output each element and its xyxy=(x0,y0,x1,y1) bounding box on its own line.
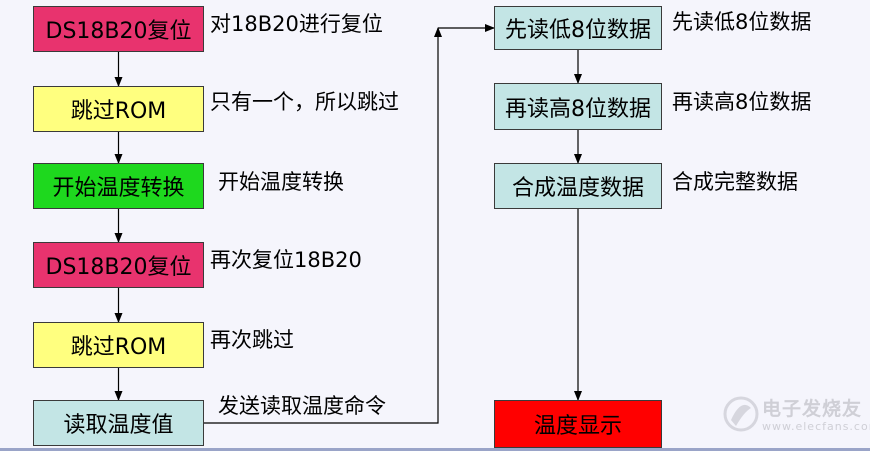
step-read-low-byte-note: 先读低8位数据 xyxy=(672,10,812,34)
step-skip-rom-box: 跳过ROM xyxy=(33,86,204,132)
step-combine-data-box: 合成温度数据 xyxy=(494,163,662,209)
step-start-conversion-note: 开始温度转换 xyxy=(218,170,344,194)
elecfans-logo-icon xyxy=(723,396,759,432)
step-reset-again-note: 再次复位18B20 xyxy=(210,248,362,272)
step-skip-rom-again-note: 再次跳过 xyxy=(210,328,294,352)
step-read-high-byte-note: 再读高8位数据 xyxy=(672,90,812,114)
cross-arrow-up xyxy=(204,27,442,424)
step-reset-box: DS18B20复位 xyxy=(33,6,204,52)
step-display-temperature-box: 温度显示 xyxy=(494,400,662,448)
watermark-url: www.elecfans.com xyxy=(762,420,870,433)
watermark: 电子发烧友 www.elecfans.com xyxy=(722,390,870,440)
step-read-high-byte-box: 再读高8位数据 xyxy=(494,83,662,130)
step-skip-rom-again-box: 跳过ROM xyxy=(33,322,204,368)
step-reset-note: 对18B20进行复位 xyxy=(210,12,383,36)
watermark-text: 电子发烧友 xyxy=(762,398,863,420)
step-read-temperature-box: 读取温度值 xyxy=(33,400,204,446)
step-read-low-byte-box: 先读低8位数据 xyxy=(494,6,662,50)
step-reset-again-box: DS18B20复位 xyxy=(33,242,204,288)
bottom-rule xyxy=(0,448,870,451)
read-command-note: 发送读取温度命令 xyxy=(218,394,386,418)
step-start-conversion-box: 开始温度转换 xyxy=(33,163,204,209)
step-skip-rom-note: 只有一个，所以跳过 xyxy=(210,90,399,114)
step-combine-data-note: 合成完整数据 xyxy=(672,170,798,194)
